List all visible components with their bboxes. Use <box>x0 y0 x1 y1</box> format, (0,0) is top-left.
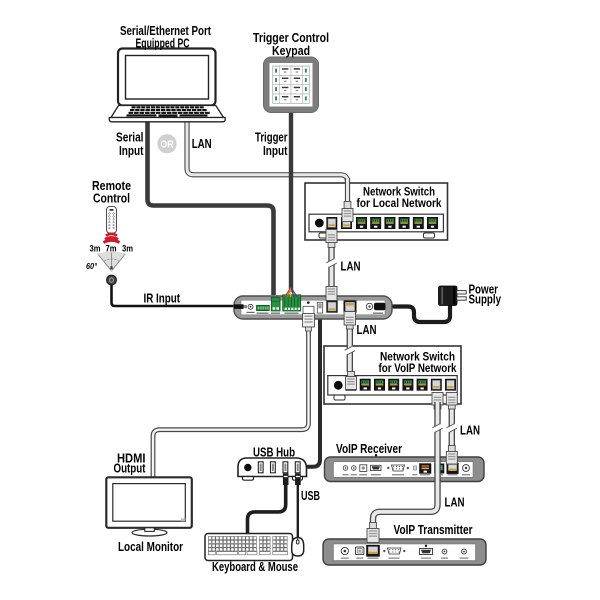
svg-text:Equipped PC: Equipped PC <box>136 37 190 51</box>
svg-text:for Local Network: for Local Network <box>357 198 443 210</box>
svg-text:for VoIP Network: for VoIP Network <box>379 363 458 375</box>
svg-text:VoIP Receiver: VoIP Receiver <box>336 442 402 456</box>
svg-text:LAN: LAN <box>445 496 465 510</box>
svg-text:Remote: Remote <box>92 179 131 193</box>
svg-text:Output: Output <box>114 462 147 476</box>
svg-text:Network Switch: Network Switch <box>363 187 435 199</box>
svg-text:Trigger Control: Trigger Control <box>253 31 329 45</box>
svg-text:Trigger: Trigger <box>255 131 288 145</box>
svg-text:Control: Control <box>93 192 130 206</box>
svg-text:Local Monitor: Local Monitor <box>118 540 183 554</box>
svg-text:LAN: LAN <box>341 260 361 274</box>
svg-text:Input: Input <box>119 144 144 158</box>
svg-text:USB Hub: USB Hub <box>253 446 295 460</box>
svg-text:Keyboard & Mouse: Keyboard & Mouse <box>212 560 298 574</box>
svg-text:Network Switch: Network Switch <box>380 352 455 364</box>
svg-text:3m: 3m <box>122 244 133 254</box>
svg-text:HDMI: HDMI <box>117 452 146 466</box>
svg-text:Supply: Supply <box>469 293 502 307</box>
svg-text:LAN: LAN <box>192 137 212 151</box>
svg-text:LAN: LAN <box>357 323 377 337</box>
svg-text:OR: OR <box>160 139 174 151</box>
svg-text:3m: 3m <box>90 244 101 254</box>
svg-text:7m: 7m <box>106 244 117 254</box>
svg-text:USB: USB <box>301 489 320 503</box>
svg-text:IR Input: IR Input <box>144 292 181 306</box>
svg-text:VoIP Transmitter: VoIP Transmitter <box>394 523 473 537</box>
svg-text:Serial: Serial <box>116 131 144 145</box>
svg-text:60°: 60° <box>86 261 98 271</box>
svg-text:Serial/Ethernet Port: Serial/Ethernet Port <box>120 24 212 38</box>
svg-text:Keypad: Keypad <box>272 44 310 58</box>
svg-text:LAN: LAN <box>460 424 480 438</box>
svg-text:Input: Input <box>263 144 288 158</box>
svg-text:Power: Power <box>469 283 499 297</box>
